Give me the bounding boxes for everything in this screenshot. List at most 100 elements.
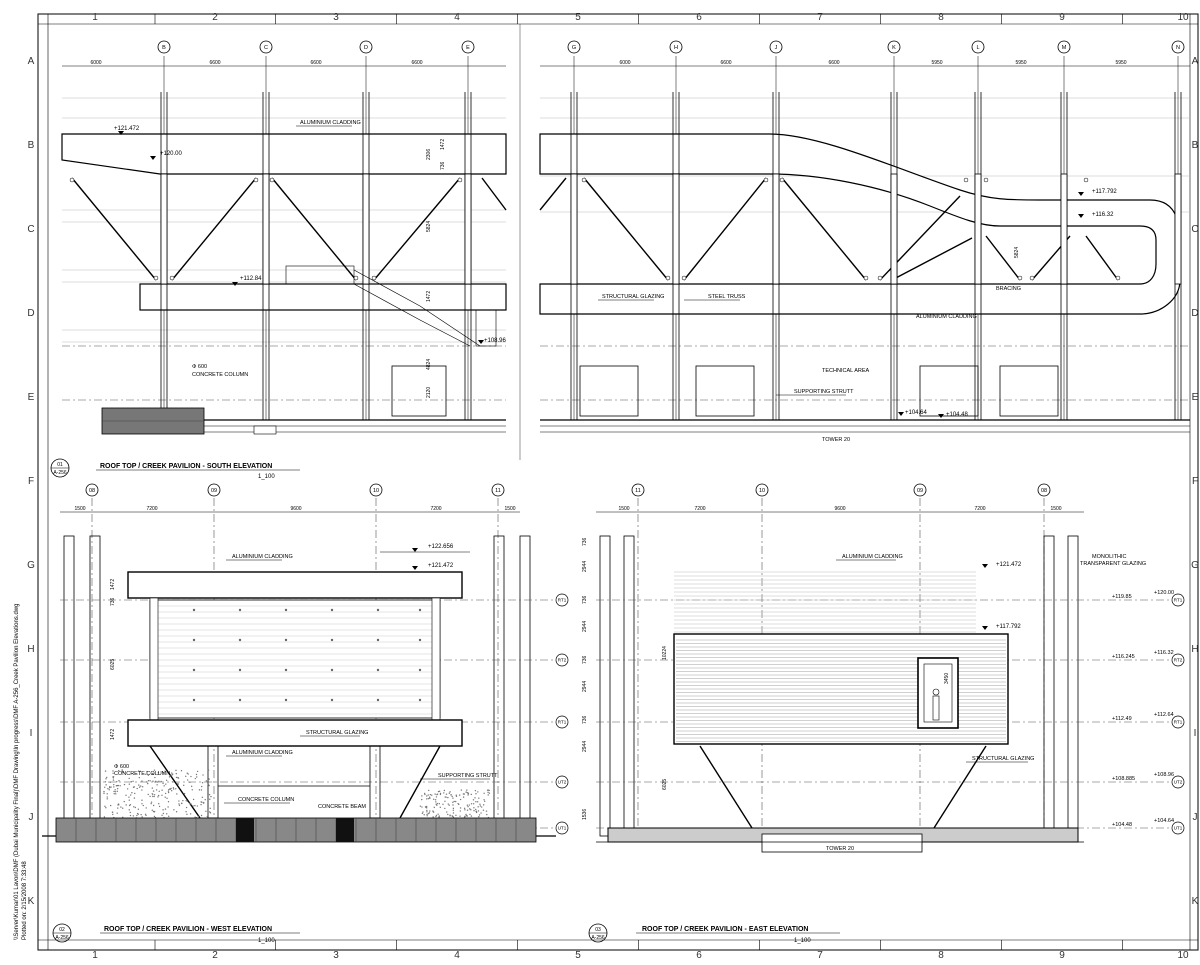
span-dimension: 1500 — [1050, 506, 1061, 512]
svg-text:A-256: A-256 — [55, 935, 69, 941]
east-base — [596, 827, 1084, 853]
svg-text:UT1: UT1 — [1174, 826, 1183, 831]
axis-label: J — [775, 45, 778, 51]
sheet-col-label-top: 7 — [817, 12, 823, 23]
sheet-col-label-bottom: 4 — [454, 950, 460, 961]
svg-text:2120: 2120 — [426, 387, 432, 398]
axis-label: 09 — [917, 488, 923, 494]
axis-bubble — [1037, 483, 1051, 497]
axis-label: 11 — [495, 488, 501, 494]
svg-text:RT1: RT1 — [558, 720, 567, 725]
axis-bubble — [359, 40, 373, 54]
west-title-block: 02 A-256 ROOF TOP / CREEK PAVILION - WES… — [52, 923, 300, 944]
dimension-value: 6025 — [662, 779, 668, 790]
svg-text:5824: 5824 — [426, 221, 432, 232]
level-value: +112.49 — [1112, 716, 1132, 722]
axis-label: C — [264, 45, 268, 51]
svg-text:02: 02 — [59, 927, 65, 933]
axis-label: G — [572, 45, 576, 51]
span-dimension: 7200 — [146, 506, 157, 512]
east-roof-cladding-hatch — [674, 571, 976, 633]
svg-text:+116.32: +116.32 — [1092, 212, 1114, 218]
svg-text:ALUMINIUM CLADDING: ALUMINIUM CLADDING — [916, 314, 977, 320]
dimension-value: 3450 — [944, 673, 950, 684]
axis-label: 09 — [211, 488, 217, 494]
svg-text:6025: 6025 — [110, 659, 116, 670]
svg-text:UT1: UT1 — [558, 826, 567, 831]
sheet-col-label-bottom: 7 — [817, 950, 823, 961]
sheet-row-label-right: A — [1192, 56, 1199, 67]
span-dimension: 7200 — [430, 506, 441, 512]
svg-text:ROOF TOP / CREEK PAVILION - EA: ROOF TOP / CREEK PAVILION - EAST ELEVATI… — [642, 926, 808, 933]
svg-text:1472: 1472 — [440, 139, 446, 150]
level-value: +104.48 — [1112, 822, 1132, 828]
svg-text:736: 736 — [440, 161, 446, 170]
span-dimension: 7200 — [974, 506, 985, 512]
svg-text:STRUCTURAL GLAZING: STRUCTURAL GLAZING — [602, 294, 664, 300]
sheet-row-label-right: D — [1191, 308, 1198, 319]
east-door-opening — [917, 657, 959, 729]
south-truss-diagonals — [71, 177, 1119, 281]
sheet-row-label-right: H — [1191, 644, 1198, 655]
dimension-value: 736 — [582, 715, 588, 724]
svg-text:STEEL TRUSS: STEEL TRUSS — [708, 294, 746, 300]
plot-date-note: Plotted on: 2/15/2008 7:33:48 — [22, 861, 28, 940]
sheet-row-label: G — [27, 560, 35, 571]
sheet-col-label-top: 6 — [696, 12, 702, 23]
sheet-row-label: K — [28, 896, 35, 907]
axis-label: E — [466, 45, 470, 51]
dimension-value: 2944 — [582, 621, 588, 632]
axis-bubble — [491, 483, 505, 497]
sheet-col-label-bottom: 3 — [333, 950, 339, 961]
sheet-row-label: E — [28, 392, 35, 403]
dimension-value: 736 — [582, 595, 588, 604]
svg-text:CONCRETE COLUMN: CONCRETE COLUMN — [238, 797, 294, 803]
south-columns — [69, 92, 1182, 420]
axis-label: B — [162, 45, 166, 51]
axis-label: 08 — [89, 488, 95, 494]
svg-text:CONCRETE COLUMN: CONCRETE COLUMN — [114, 771, 170, 777]
span-dimension: 5950 — [1015, 60, 1026, 66]
axis-label: D — [364, 45, 368, 51]
svg-text:1_100: 1_100 — [258, 474, 275, 480]
file-path-note: \\Server\Kumar\01 Lavon\DMF (Dubai Munic… — [14, 604, 20, 940]
level-value: +120.00 — [1154, 590, 1174, 596]
svg-text:Φ 600: Φ 600 — [192, 364, 207, 370]
level-marker — [555, 821, 569, 835]
sheet-col-label-top: 1 — [92, 12, 98, 23]
sheet-col-label-top: 2 — [212, 12, 218, 23]
svg-text:TOWER 20: TOWER 20 — [822, 437, 850, 443]
svg-text:RT1: RT1 — [1174, 720, 1183, 725]
sheet-col-label-top: 3 — [333, 12, 339, 23]
dimension-value: 2944 — [582, 741, 588, 752]
axis-bubble — [157, 40, 171, 54]
span-dimension: 5950 — [931, 60, 942, 66]
axis-bubble — [631, 483, 645, 497]
south-background-structure — [62, 97, 1190, 401]
level-marker — [1171, 593, 1185, 607]
dimension-value: 2944 — [582, 681, 588, 692]
svg-text:1472: 1472 — [110, 729, 116, 740]
svg-text:+117.792: +117.792 — [1092, 189, 1117, 195]
span-dimension: 9600 — [290, 506, 301, 512]
south-annotations: ALUMINIUM CLADDING Φ 600 CONCRETE COLUMN… — [192, 120, 1021, 443]
west-supports — [149, 745, 441, 819]
span-dimension: 6600 — [828, 60, 839, 66]
axis-bubble — [887, 40, 901, 54]
sheet-row-label: H — [27, 644, 34, 655]
svg-text:+117.792: +117.792 — [996, 624, 1021, 630]
level-value: +116.245 — [1112, 654, 1135, 660]
south-roof-curve — [539, 133, 1181, 315]
dimension-value: 10224 — [662, 646, 668, 660]
axis-label: 10 — [759, 488, 765, 494]
span-dimension: 6000 — [90, 60, 101, 66]
east-supports — [699, 745, 987, 829]
span-dimension: 6600 — [310, 60, 321, 66]
svg-text:+108.96: +108.96 — [484, 338, 507, 344]
svg-text:CONCRETE BEAM: CONCRETE BEAM — [318, 804, 366, 810]
sheet-row-label: C — [27, 224, 34, 235]
axis-label: 11 — [635, 488, 641, 494]
